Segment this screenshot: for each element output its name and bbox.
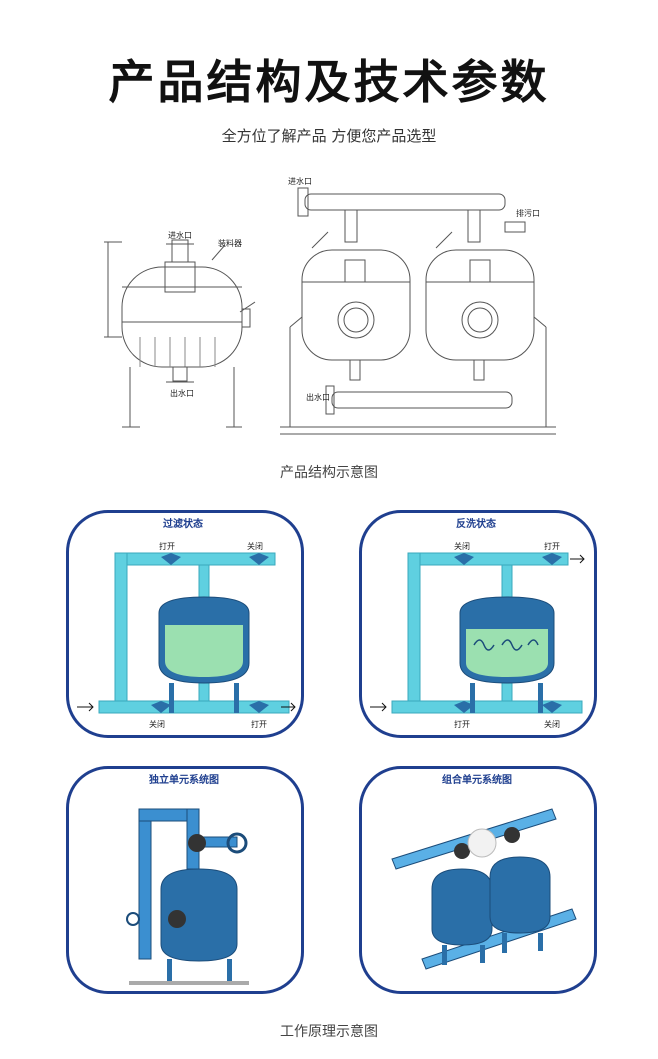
valve-icon [188, 834, 206, 852]
label-loader: 装料器 [218, 238, 242, 248]
panel-title: 组合单元系统图 [442, 773, 512, 786]
valve-label: 打开 [251, 719, 267, 729]
arrow-icon [570, 554, 585, 564]
structure-caption: 产品结构示意图 [280, 465, 378, 481]
valve-label: 关闭 [247, 541, 263, 551]
panel-title: 独立单元系统图 [149, 773, 219, 786]
valve-icon [454, 553, 562, 713]
structure-diagram: 进水口 装料器 出水口 进水口 排污口 出水口 [104, 176, 556, 435]
principle-caption: 工作原理示意图 [280, 1024, 378, 1040]
valve-label: 关闭 [454, 541, 470, 551]
valve-icon [168, 910, 186, 928]
label-inlet-right: 进水口 [288, 176, 312, 186]
label-outlet-left: 出水口 [170, 388, 194, 398]
label-drain: 排污口 [516, 208, 540, 218]
valve-label: 关闭 [149, 719, 165, 729]
panel-backwash-state: 反洗状态 关闭 打开 打开 关闭 [359, 510, 597, 738]
page-subtitle: 全方位了解产品 方便您产品选型 [221, 127, 437, 145]
panel-filter-state: 过滤状态 打开 关闭 关闭 打开 [66, 510, 304, 738]
panel-title: 反洗状态 [456, 517, 496, 530]
tank-body [489, 856, 551, 934]
arrow-icon [370, 702, 387, 712]
tank-body [431, 868, 493, 946]
panel-title: 过滤状态 [163, 517, 203, 530]
arrow-icon [281, 702, 296, 712]
valve-icon [454, 843, 470, 859]
filter-media [165, 625, 243, 677]
panel-combined-unit: 组合单元系统图 [359, 766, 597, 994]
valve-label: 关闭 [544, 719, 560, 729]
tank-body [160, 868, 238, 962]
arrow-icon [77, 702, 94, 712]
panel-single-unit: 独立单元系统图 [66, 766, 304, 994]
label-inlet-left: 进水口 [168, 230, 192, 240]
valve-label: 打开 [159, 541, 175, 551]
valve-icon [151, 553, 269, 713]
page-title: 产品结构及技术参数 [108, 55, 550, 109]
filter-media [466, 629, 548, 677]
label-outlet-right: 出水口 [306, 392, 330, 402]
valve-icon [504, 827, 520, 843]
valve-label: 打开 [544, 541, 560, 551]
backwash-flow-icon [473, 639, 539, 651]
valve-label: 打开 [454, 719, 470, 729]
